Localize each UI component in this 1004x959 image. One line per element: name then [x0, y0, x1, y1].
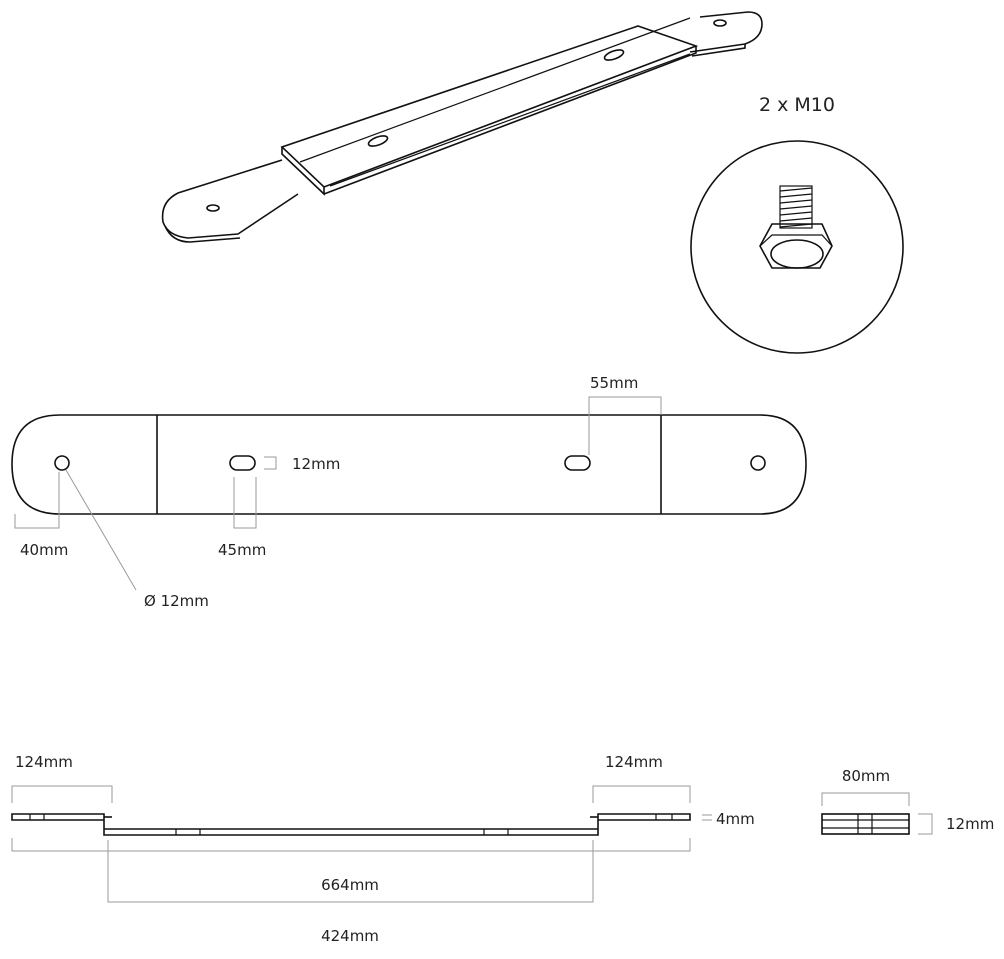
- side-view-dimensions: [11, 785, 712, 903]
- bolt-detail-view: [690, 140, 904, 354]
- top-view-outline: [11, 414, 807, 515]
- end-width-label: 80mm: [842, 767, 890, 785]
- thickness-label: 4mm: [716, 810, 755, 828]
- end-view: [821, 813, 910, 835]
- top-view-dimensions: [14, 396, 662, 591]
- top-view: [11, 414, 807, 515]
- bolt-quantity-label: 2 x M10: [759, 94, 835, 116]
- bolt-icon: [759, 185, 833, 269]
- hole-diameter-label: Ø 12mm: [144, 592, 209, 610]
- slot-length-label: 45mm: [218, 541, 266, 559]
- end-view-outline: [821, 813, 910, 835]
- slot-width-label: 12mm: [292, 455, 340, 473]
- slot-right: [564, 455, 591, 471]
- end-height-label: 12mm: [946, 815, 994, 833]
- isometric-bracket-view: [161, 11, 763, 243]
- overall-length-label: 664mm: [321, 876, 379, 894]
- end-left-label: 124mm: [15, 753, 73, 771]
- mount-hole-right: [750, 455, 766, 471]
- side-view-outline: [11, 813, 691, 836]
- bolt-detail-circle: [690, 140, 904, 354]
- center-length-label: 424mm: [321, 927, 379, 945]
- slot-spacing-label: 55mm: [590, 374, 638, 392]
- end-offset-label: 40mm: [20, 541, 68, 559]
- slot-left: [229, 455, 256, 471]
- mount-hole-left: [54, 455, 70, 471]
- side-view: [11, 813, 691, 836]
- end-right-label: 124mm: [605, 753, 663, 771]
- end-view-dimensions: [821, 792, 933, 835]
